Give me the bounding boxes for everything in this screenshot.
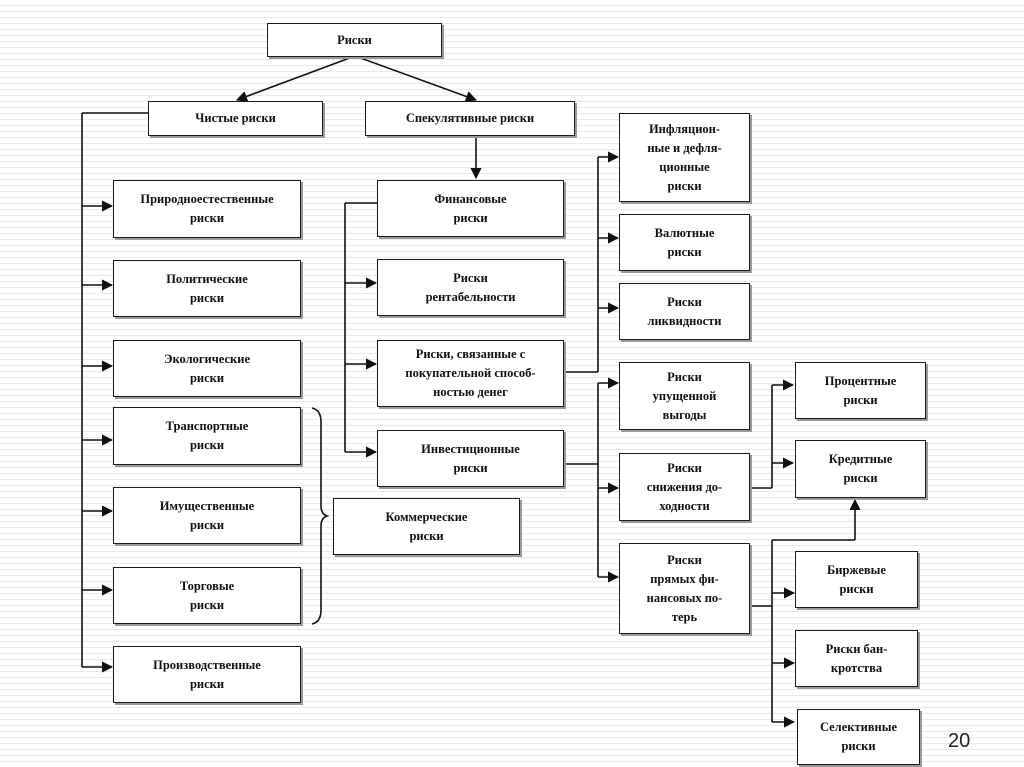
- node-purchasing-power-risks: Риски, связанные с покупательной способ-…: [377, 340, 564, 407]
- node-credit-risks: Кредитные риски: [795, 440, 926, 498]
- node-direct-losses-risks: Риски прямых фи- нансовых по- терь: [619, 543, 750, 634]
- arrow-root-to-pure: [235, 55, 356, 102]
- node-liquidity-risks: Риски ликвидности: [619, 283, 750, 340]
- node-trade-risks: Торговые риски: [113, 567, 301, 624]
- node-ecological-risks: Экологические риски: [113, 340, 301, 397]
- node-interest-risks: Процентные риски: [795, 362, 926, 419]
- arrow-root-to-speculative: [354, 55, 478, 102]
- node-property-risks: Имущественные риски: [113, 487, 301, 544]
- page-number: 20: [948, 730, 971, 752]
- node-root: Риски: [267, 23, 442, 57]
- node-currency-risks: Валютные риски: [619, 214, 750, 271]
- node-pure-risks: Чистые риски: [148, 101, 323, 136]
- node-investment-risks: Инвестиционные риски: [377, 430, 564, 487]
- node-transport-risks: Транспортные риски: [113, 407, 301, 465]
- node-inflation-risks: Инфляцион- ные и дефля- ционные риски: [619, 113, 750, 202]
- node-profitability-risks: Риски рентабельности: [377, 259, 564, 316]
- node-selective-risks: Селективные риски: [797, 709, 920, 765]
- node-financial-risks: Финансовые риски: [377, 180, 564, 237]
- node-natural-risks: Природноестественные риски: [113, 180, 301, 238]
- node-political-risks: Политические риски: [113, 260, 301, 317]
- commercial-brace: [311, 407, 330, 625]
- node-speculative-risks: Спекулятивные риски: [365, 101, 575, 136]
- node-exchange-risks: Биржевые риски: [795, 551, 918, 608]
- node-income-decrease-risks: Риски снижения до- ходности: [619, 453, 750, 521]
- node-commercial-risks: Коммерческие риски: [333, 498, 520, 555]
- node-production-risks: Производственные риски: [113, 646, 301, 703]
- node-lost-profit-risks: Риски упущенной выгоды: [619, 362, 750, 430]
- node-bankruptcy-risks: Риски бан- кротства: [795, 630, 918, 687]
